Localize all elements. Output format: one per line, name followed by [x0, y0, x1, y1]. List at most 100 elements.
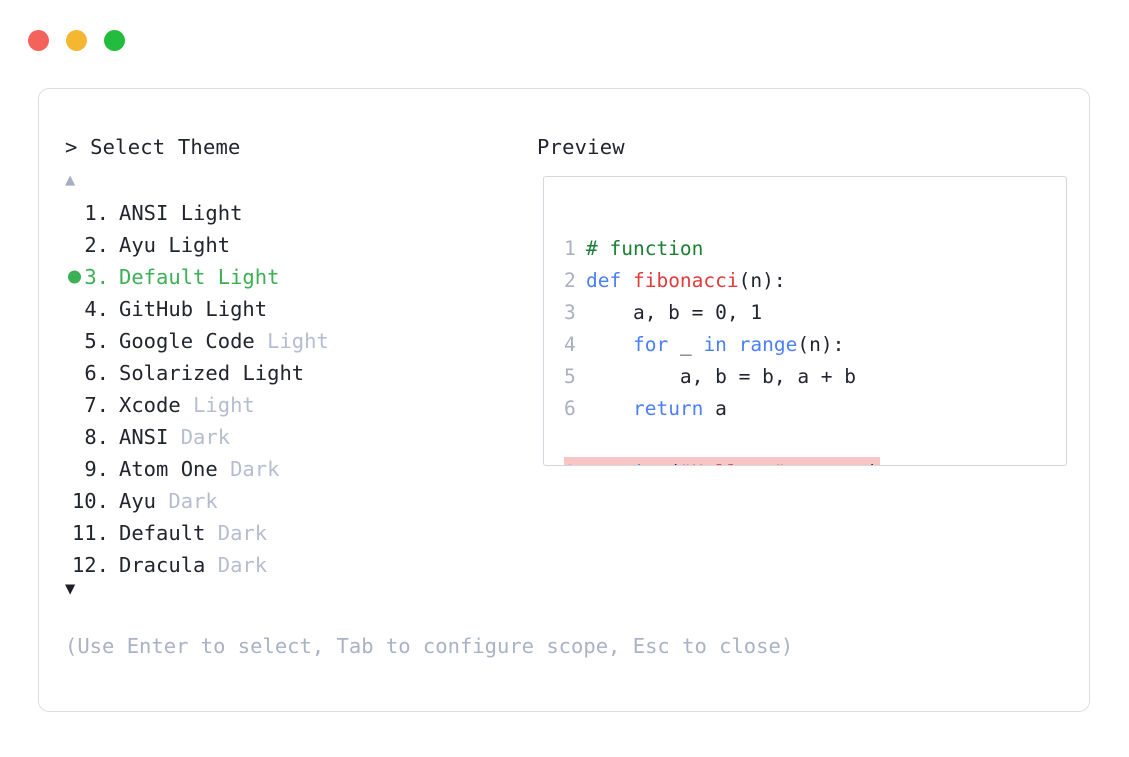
theme-item-index: 3. [84, 265, 109, 289]
theme-item-spacer [181, 393, 193, 417]
theme-list-item[interactable]: 6. Solarized Light [65, 357, 505, 389]
theme-item-spacer [156, 233, 168, 257]
theme-item-spacer [168, 201, 180, 225]
theme-item-index: 6. [84, 361, 109, 385]
theme-item-variant: Light [193, 393, 255, 417]
theme-item-index: 8. [84, 425, 109, 449]
theme-list-item[interactable]: 5. Google Code Light [65, 325, 505, 357]
diff-marker: - [586, 461, 598, 465]
code-line-number: 5 [564, 365, 576, 388]
code-line: 4 for _ in range(n): [564, 329, 891, 361]
theme-item-variant: Light [205, 297, 268, 321]
code-token: + name) [786, 461, 879, 465]
code-token: "Hello, " [680, 461, 786, 465]
theme-list-item[interactable]: 2.Ayu Light [65, 229, 505, 261]
code-token: # function [586, 237, 704, 260]
minimize-button[interactable] [66, 30, 87, 51]
theme-item-index: 7. [84, 393, 109, 417]
theme-item-variant: Light [180, 201, 243, 225]
code-line-number: 3 [564, 301, 576, 324]
code-token: _ [668, 333, 704, 356]
code-line: 6 return a [564, 393, 891, 425]
code-line-number: 1 [564, 457, 586, 465]
theme-item-index: 12. [71, 553, 109, 577]
code-token: (n): [797, 333, 845, 356]
theme-item-name: Default [119, 265, 206, 289]
theme-list-item[interactable]: 1. ANSI Light [65, 197, 505, 229]
theme-item-name: ANSI [119, 201, 169, 225]
code-line-number: 4 [564, 333, 576, 356]
theme-list-item[interactable]: 3. Default Light [65, 261, 505, 293]
code-token [586, 397, 633, 420]
code-token: def [586, 269, 633, 292]
theme-item-spacer [230, 361, 242, 385]
theme-item-name: ANSI [119, 425, 169, 449]
scroll-up-icon[interactable]: ▲ [65, 170, 76, 190]
theme-item-variant: Light [168, 233, 231, 257]
code-line-number: 6 [564, 397, 576, 420]
theme-list-item[interactable]: 11.Default Dark [65, 517, 505, 549]
code-line-number: 1 [564, 237, 576, 260]
maximize-button[interactable] [104, 30, 125, 51]
theme-item-index: 4. [84, 297, 109, 321]
theme-item-index: 9. [84, 457, 109, 481]
theme-item-index: 5. [84, 329, 109, 353]
code-token: a, b = b, a + b [586, 365, 857, 388]
theme-item-index: 10. [71, 489, 109, 513]
theme-list-item[interactable]: 12. Dracula Dark [65, 549, 505, 581]
prompt-header: > Select Theme [65, 135, 241, 159]
theme-item-name: Xcode [119, 393, 181, 417]
theme-item-spacer [168, 425, 180, 449]
theme-list-item[interactable]: 8. ANSI Dark [65, 421, 505, 453]
theme-item-name: Google Code [119, 329, 255, 353]
code-token: in [703, 333, 739, 356]
window-controls [28, 30, 125, 51]
theme-item-spacer [205, 265, 217, 289]
theme-list-item[interactable]: 7. Xcode Light [65, 389, 505, 421]
theme-item-variant: Light [267, 329, 329, 353]
theme-item-variant: Dark [217, 521, 268, 545]
code-line-number: 2 [564, 269, 576, 292]
theme-item-index: 2. [84, 233, 109, 257]
theme-item-spacer [205, 521, 217, 545]
theme-item-name: Solarized [119, 361, 231, 385]
theme-item-spacer [205, 553, 217, 577]
code-line: 5 a, b = b, a + b [564, 361, 891, 393]
selected-bullet-icon [68, 270, 81, 284]
code-token: print [610, 461, 669, 465]
code-line: 3 a, b = 0, 1 [564, 297, 891, 329]
code-line: 1 # function [564, 233, 891, 265]
diff-block: 1- print("Hello, " + name)1+ print(f"Hel… [564, 457, 891, 465]
diff-marker-spacer [598, 461, 610, 465]
diff-line-minus: 1- print("Hello, " + name) [564, 457, 880, 465]
code-token: return [632, 397, 704, 420]
keyboard-hint: (Use Enter to select, Tab to configure s… [65, 634, 794, 658]
theme-list-item[interactable]: 9. Atom One Dark [65, 453, 505, 485]
theme-item-variant: Dark [180, 425, 231, 449]
scroll-down-icon[interactable]: ▼ [65, 579, 76, 599]
theme-item-variant: Dark [230, 457, 280, 481]
theme-item-variant: Dark [217, 553, 268, 577]
code-token: fibonacci [632, 269, 739, 292]
code-preview: 1 # function 2 def fibonacci (n): 3 a, b = 0,… [564, 233, 891, 465]
theme-item-spacer [218, 457, 230, 481]
theme-item-name: GitHub [119, 297, 194, 321]
theme-item-variant: Light [217, 265, 280, 289]
close-button[interactable] [28, 30, 49, 51]
theme-item-variant: Dark [168, 489, 218, 513]
theme-list-item[interactable]: 10.Ayu Dark [65, 485, 505, 517]
theme-item-name: Default [119, 521, 206, 545]
code-token: a, b = 0, 1 [586, 301, 763, 324]
theme-item-spacer [156, 489, 168, 513]
theme-item-name: Dracula [119, 553, 206, 577]
theme-item-name: Atom One [119, 457, 218, 481]
preview-box: 1 # function 2 def fibonacci (n): 3 a, b = 0,… [543, 176, 1067, 466]
theme-item-variant: Light [242, 361, 305, 385]
preview-header: Preview [537, 135, 625, 159]
theme-list-item[interactable]: 4. GitHub Light [65, 293, 505, 325]
theme-item-index: 1. [84, 201, 109, 225]
code-token: range [738, 333, 798, 356]
